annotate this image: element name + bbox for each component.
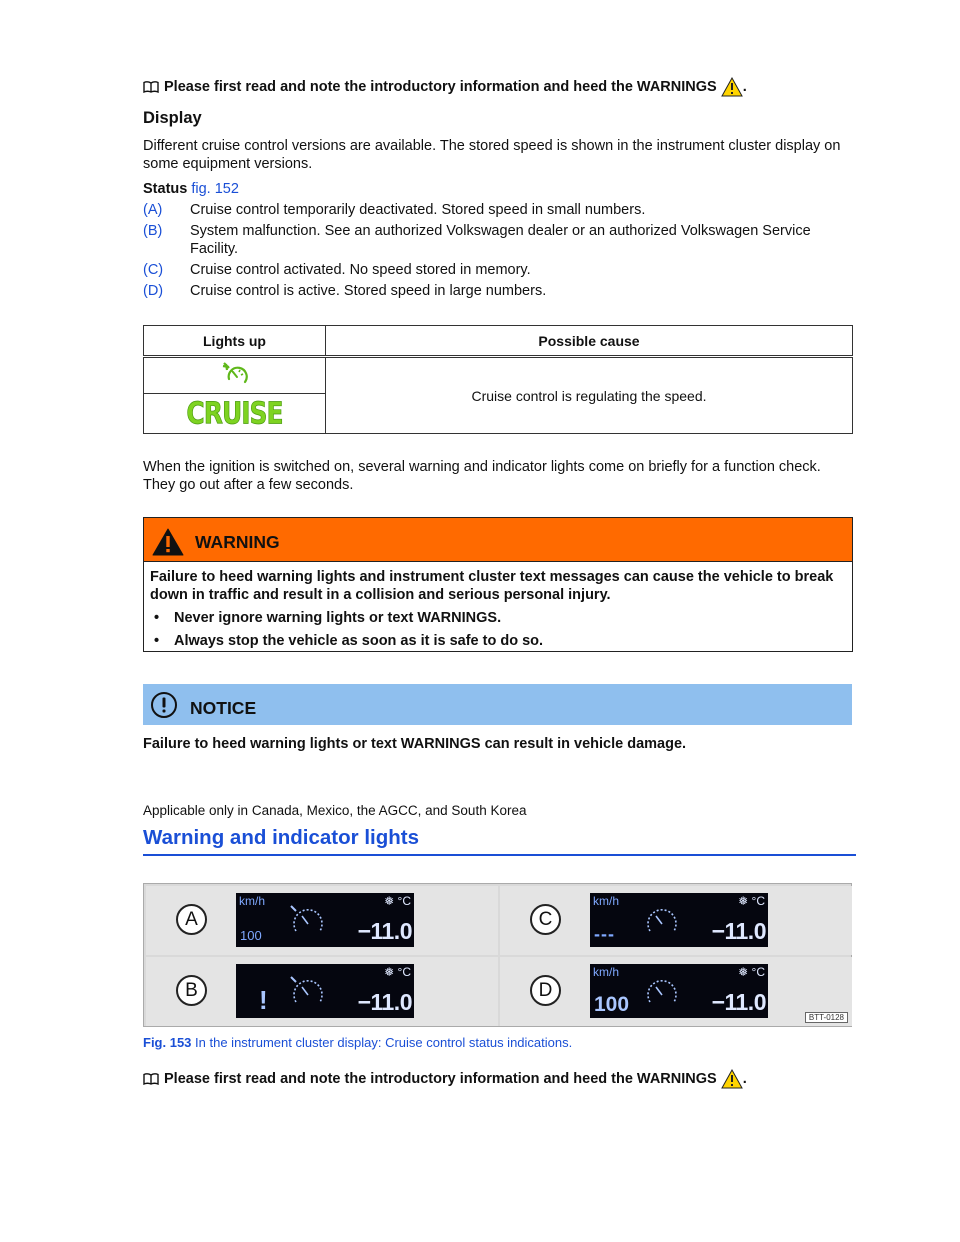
status-item-c: (C) Cruise control activated. No speed s…: [143, 261, 843, 279]
lcd-speed: 100: [240, 928, 262, 943]
status-text: System malfunction. See an authorized Vo…: [190, 223, 811, 257]
status-text: Cruise control temporarily deactivated. …: [190, 202, 646, 218]
notice-text: Failure to heed warning lights or text W…: [143, 736, 687, 752]
figure-panel-b: B ! ❅ °C −11.0: [146, 957, 498, 1026]
panel-letter: A: [176, 904, 207, 935]
book-icon: [143, 81, 159, 93]
notice-title: NOTICE: [190, 698, 257, 718]
warning-body: Failure to heed warning lights and instr…: [144, 562, 852, 656]
status-list: (A) Cruise control temporarily deactivat…: [143, 201, 843, 303]
intro-note-bottom: Please first read and note the introduct…: [143, 1069, 747, 1089]
status-text: Cruise control is active. Stored speed i…: [190, 283, 547, 299]
speedometer-icon: [647, 980, 677, 1003]
warning-header: WARNING: [144, 518, 852, 562]
figure-panel-d: D km/h 100 ❅ °C −11.0: [500, 957, 852, 1026]
panel-letter: C: [530, 904, 561, 935]
lcd-temp-unit: ❅ °C: [738, 894, 765, 908]
table-cell-cruise: CRUISE: [143, 393, 326, 434]
status-key[interactable]: (D): [143, 283, 164, 299]
lcd-temp-unit: ❅ °C: [384, 965, 411, 979]
figure-caption: Fig. 153 In the instrument cluster displ…: [143, 1035, 572, 1050]
applicable-note: Applicable only in Canada, Mexico, the A…: [143, 803, 527, 818]
intro-note-text: Please first read and note the introduct…: [164, 1071, 717, 1087]
status-item-a: (A) Cruise control temporarily deactivat…: [143, 201, 843, 219]
lcd-temp-unit: ❅ °C: [384, 894, 411, 908]
warning-triangle-icon: [152, 528, 184, 555]
lcd-temp: −11.0: [357, 989, 413, 1015]
table-header-lights: Lights up: [143, 325, 326, 358]
book-icon: [143, 1073, 159, 1085]
display-paragraph: Different cruise control versions are av…: [143, 138, 841, 172]
lcd-temp: −11.0: [357, 918, 413, 944]
warning-triangle-icon: [720, 1069, 743, 1089]
caption-text: In the instrument cluster display: Cruis…: [195, 1035, 573, 1050]
lcd-display: km/h 100 ❅ °C −11.0: [236, 893, 414, 947]
status-key[interactable]: (A): [143, 202, 163, 218]
status-line: Status fig. 152: [143, 180, 843, 198]
cruise-speedometer-icon: [222, 362, 248, 384]
status-item-b: (B) System malfunction. See an authorize…: [143, 222, 843, 258]
warning-bullet-text: Always stop the vehicle as soon as it is…: [174, 633, 544, 649]
section-title: Warning and indicator lights: [143, 826, 856, 856]
lcd-temp: −11.0: [711, 989, 767, 1015]
lcd-speed: ---: [594, 924, 615, 944]
speedometer-icon: [290, 905, 323, 932]
speedometer-icon: [290, 976, 323, 1003]
lights-table: Lights up Possible cause Cruise control …: [143, 325, 853, 434]
warning-bullet: •Always stop the vehicle as soon as it i…: [154, 633, 544, 649]
lcd-display: km/h --- ❅ °C −11.0: [590, 893, 768, 947]
exclamation-circle-icon: [151, 691, 177, 718]
lcd-malfunction: !: [259, 985, 268, 1015]
lcd-temp: −11.0: [711, 918, 767, 944]
warning-triangle-icon: [720, 77, 743, 97]
panel-letter: D: [530, 975, 561, 1006]
lcd-display: ! ❅ °C −11.0: [236, 964, 414, 1018]
speedometer-icon: [647, 909, 677, 932]
figure-code: BTT-0128: [804, 1012, 848, 1023]
warning-box: WARNING Failure to heed warning lights a…: [143, 517, 853, 652]
status-label: Status: [143, 181, 188, 197]
table-cell-cause: Cruise control is regulating the speed.: [325, 356, 853, 434]
figure-153: A km/h 100 ❅ °C −11.0 C km/h --- ❅ °C −1…: [143, 883, 852, 1027]
table-header-cause: Possible cause: [325, 325, 853, 358]
lcd-display: km/h 100 ❅ °C −11.0: [590, 964, 768, 1018]
figure-panel-c: C km/h --- ❅ °C −11.0: [500, 886, 852, 955]
status-item-d: (D) Cruise control is active. Stored spe…: [143, 282, 843, 300]
intro-note: Please first read and note the introduct…: [143, 77, 747, 97]
warning-text: Failure to heed warning lights and instr…: [150, 569, 834, 603]
display-heading: Display: [143, 109, 202, 127]
notice-header: NOTICE: [143, 684, 852, 725]
status-fig-link[interactable]: fig. 152: [191, 181, 239, 197]
caption-label: Fig. 153: [143, 1035, 192, 1050]
status-key[interactable]: (C): [143, 262, 164, 278]
lcd-unit: km/h: [593, 965, 620, 979]
lcd-speed: 100: [594, 993, 630, 1016]
figure-panel-a: A km/h 100 ❅ °C −11.0: [146, 886, 498, 955]
table-cell-icon: [143, 356, 326, 394]
warning-bullet: •Never ignore warning lights or text WAR…: [154, 610, 502, 626]
lcd-temp-unit: ❅ °C: [738, 965, 765, 979]
panel-letter: B: [176, 975, 207, 1006]
warning-title: WARNING: [195, 532, 280, 552]
warning-bullet-text: Never ignore warning lights or text WARN…: [174, 610, 502, 626]
ignition-note: When the ignition is switched on, severa…: [143, 459, 821, 493]
intro-note-text: Please first read and note the introduct…: [164, 79, 717, 95]
status-key[interactable]: (B): [143, 223, 163, 239]
lcd-unit: km/h: [593, 894, 620, 908]
status-text: Cruise control activated. No speed store…: [190, 262, 531, 278]
lcd-unit: km/h: [239, 894, 266, 908]
cruise-text-icon: CRUISE: [186, 396, 284, 432]
